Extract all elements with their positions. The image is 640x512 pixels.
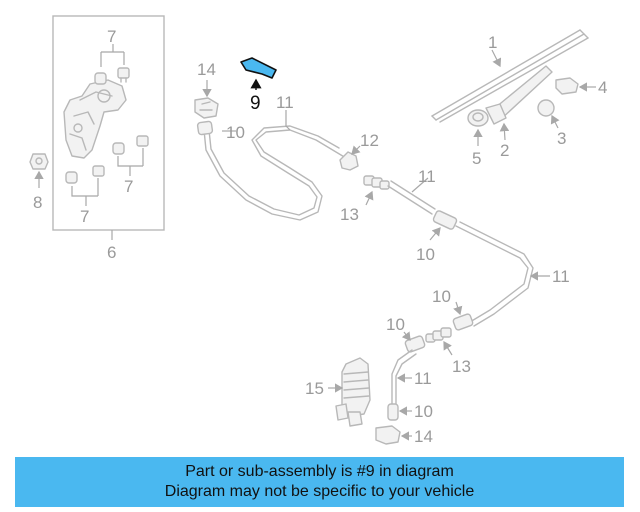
part-3-cap <box>537 99 555 117</box>
parts-diagram: 1 2 3 4 5 6 7 7 7 8 9 10 10 10 10 10 11 … <box>29 15 607 446</box>
callout-5: 5 <box>472 149 481 168</box>
banner-line-1: Part or sub-assembly is #9 in diagram <box>185 463 454 480</box>
callout-1: 1 <box>488 33 497 52</box>
part-10-upper-joint <box>196 120 214 136</box>
grommet-upper-left <box>94 72 107 85</box>
motor-assembly-group <box>52 15 165 231</box>
callout-labels: 1 2 3 4 5 6 7 7 7 8 9 10 10 10 10 10 11 … <box>33 27 607 446</box>
callout-11d: 11 <box>414 369 432 388</box>
part-14-lower-nozzle <box>375 425 401 445</box>
grommet-right-1 <box>112 142 125 155</box>
callout-14a: 14 <box>197 60 216 79</box>
part-13-upper-joint <box>363 175 390 190</box>
hose-upper-loop <box>203 129 347 221</box>
callout-10d: 10 <box>386 315 405 334</box>
callout-12: 12 <box>360 131 379 150</box>
part-10-middle-joint <box>432 210 458 230</box>
part-9-highlighted <box>240 57 277 90</box>
part-1-wiper-blade <box>431 29 589 123</box>
callout-10c: 10 <box>432 287 451 306</box>
callout-3: 3 <box>557 129 566 148</box>
part-8-nut <box>29 153 49 170</box>
part-15-washer-pump <box>335 357 371 427</box>
banner-line-2: Diagram may not be specific to your vehi… <box>164 483 475 500</box>
bolt-lower-2 <box>92 165 105 177</box>
callout-13b: 13 <box>452 357 471 376</box>
callout-10b: 10 <box>416 245 435 264</box>
part-10-bottom-joint <box>387 403 399 421</box>
bolt-right-2 <box>136 135 149 147</box>
callout-7a: 7 <box>107 27 116 46</box>
part-5-cap <box>467 109 489 127</box>
grommet-lower-1 <box>65 171 78 184</box>
callout-9: 9 <box>250 93 261 114</box>
callout-7c: 7 <box>80 207 89 226</box>
callout-14b: 14 <box>414 427 433 446</box>
callout-4: 4 <box>598 78 607 97</box>
callout-2: 2 <box>500 141 509 160</box>
part-10-lower-right <box>452 313 474 331</box>
motor-assembly-frame <box>52 15 165 231</box>
part-4-nut <box>555 77 579 95</box>
callout-10e: 10 <box>414 402 433 421</box>
wiper-motor <box>63 79 127 159</box>
callout-11c: 11 <box>552 267 570 286</box>
callout-15: 15 <box>305 379 324 398</box>
callout-11a: 11 <box>276 93 294 112</box>
callout-10a: 10 <box>226 123 245 142</box>
callout-7b: 7 <box>124 177 133 196</box>
callout-8: 8 <box>33 193 42 212</box>
callout-11b: 11 <box>418 167 436 186</box>
part-13-lower-joint <box>425 327 452 343</box>
info-banner: Part or sub-assembly is #9 in diagram Di… <box>15 457 624 507</box>
part-2-wiper-arm <box>485 65 553 125</box>
callout-13a: 13 <box>340 205 359 224</box>
part-10-lower-left <box>404 335 426 353</box>
part-12-check-valve <box>339 151 359 171</box>
callout-6: 6 <box>107 243 116 262</box>
bolt-upper-right <box>117 67 130 83</box>
part-14-upper-nozzle <box>194 97 219 119</box>
